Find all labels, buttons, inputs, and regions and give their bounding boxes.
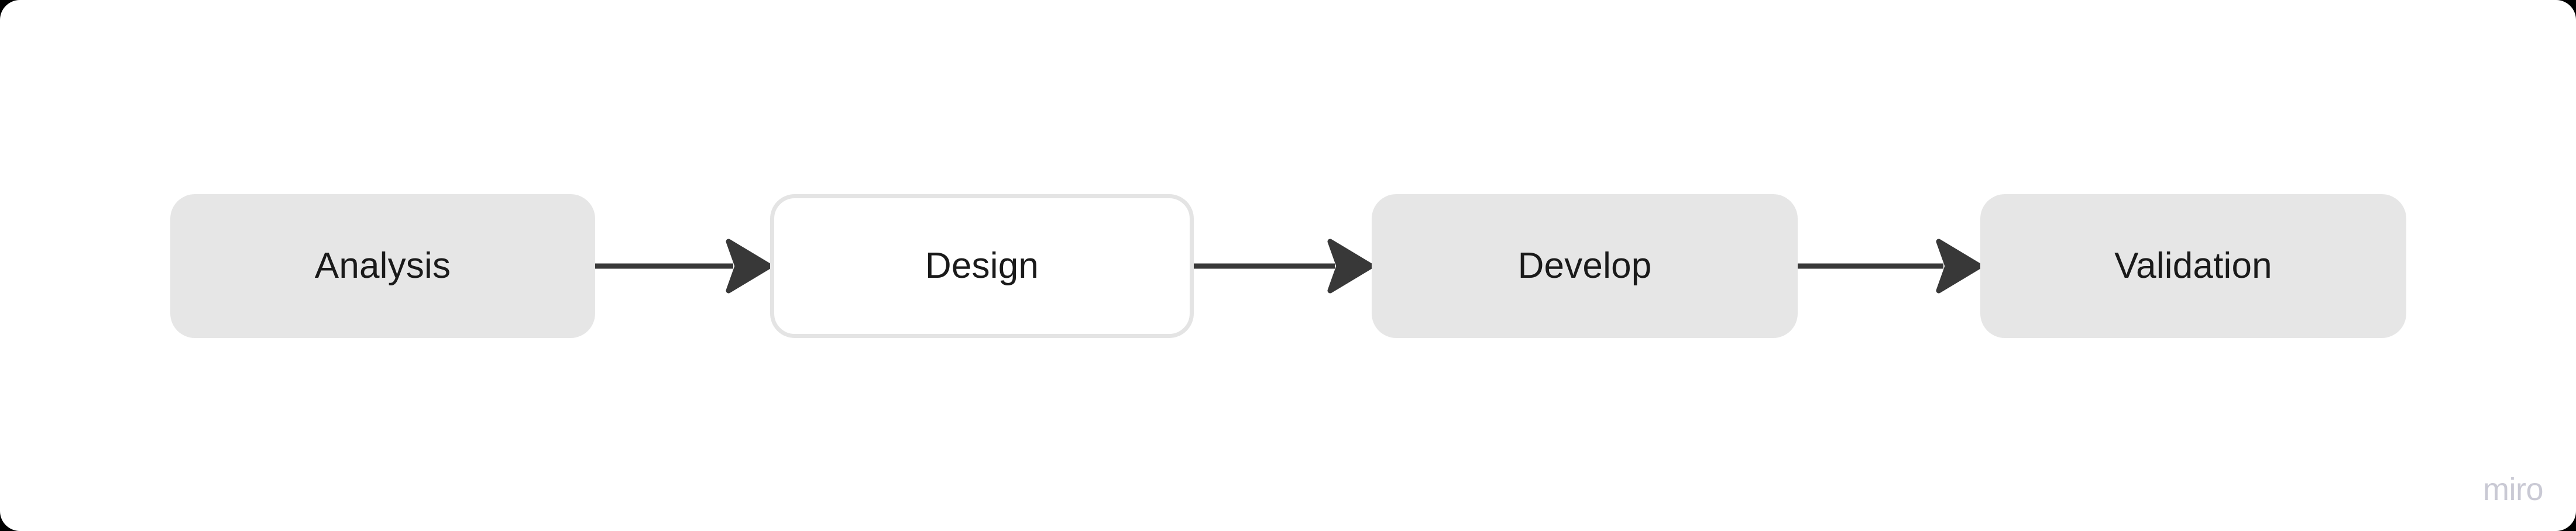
arrow-right-icon	[1194, 239, 1372, 294]
arrow-right-icon	[595, 239, 770, 294]
arrow-right-icon	[1798, 239, 1980, 294]
flow-connector-design-to-develop[interactable]	[1194, 239, 1372, 294]
flow-node-develop[interactable]: Develop	[1372, 194, 1798, 338]
flow-node-label: Design	[925, 246, 1039, 286]
flow-node-design[interactable]: Design	[770, 194, 1194, 338]
flow-node-label: Analysis	[314, 246, 451, 286]
flow-node-label: Develop	[1517, 246, 1652, 286]
flow-node-analysis[interactable]: Analysis	[170, 194, 595, 338]
flow-node-label: Validation	[2114, 246, 2272, 286]
flow-node-validation[interactable]: Validation	[1980, 194, 2406, 338]
flow-connector-develop-to-validation[interactable]	[1798, 239, 1980, 294]
miro-watermark: miro	[2483, 472, 2544, 507]
flow-connector-analysis-to-design[interactable]	[595, 239, 770, 294]
